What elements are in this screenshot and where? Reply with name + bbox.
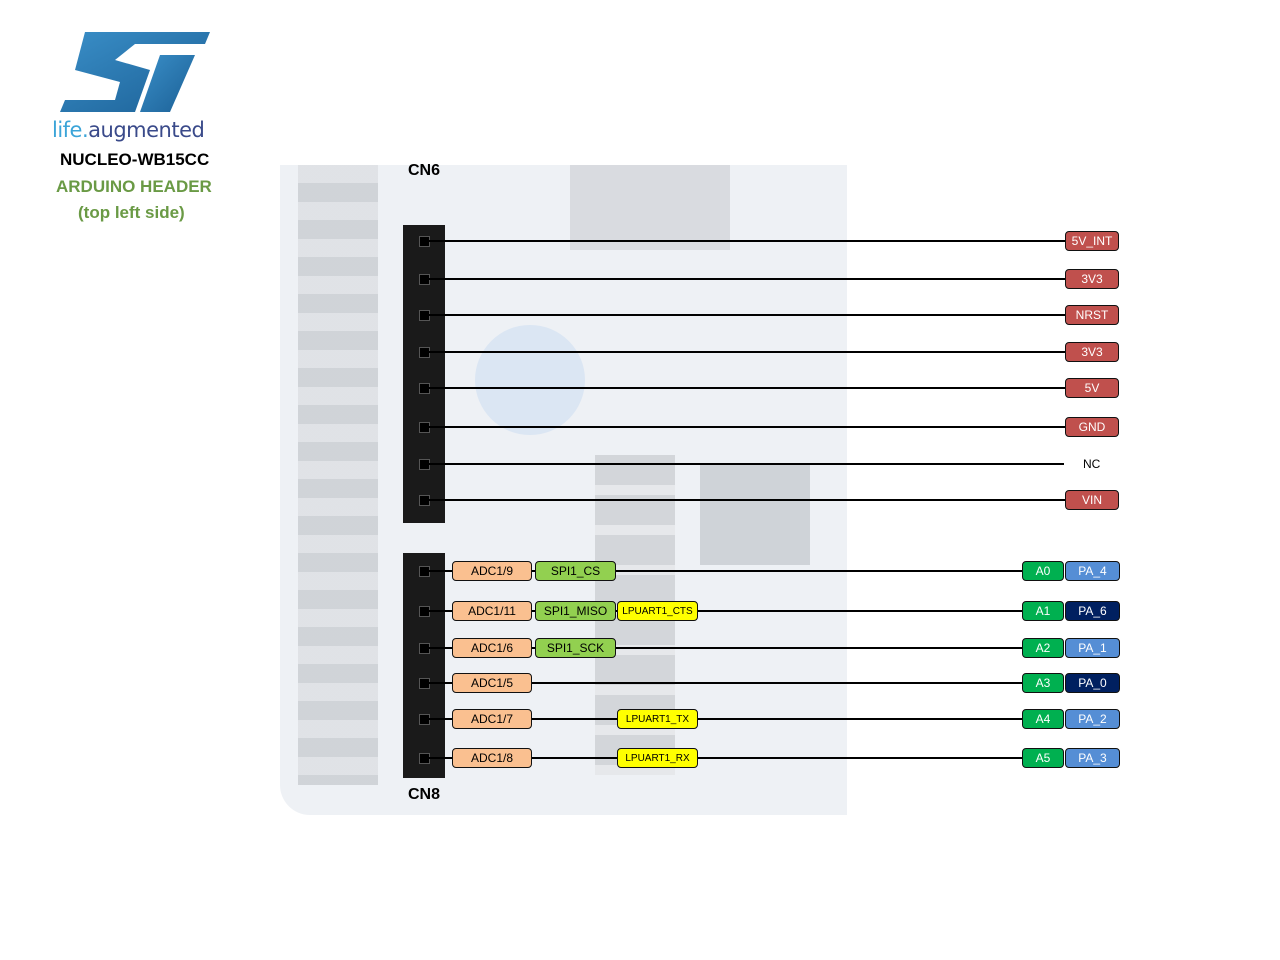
tagline-augmented: augmented [88,118,205,142]
mcu-pin-label: PA_6 [1065,601,1120,621]
connection-line [425,387,1065,389]
mcu-pin-label: PA_0 [1065,673,1120,693]
mcu-pin-label: PA_1 [1065,638,1120,658]
power-pin-label: 3V3 [1065,342,1119,362]
arduino-pin-label: A5 [1022,748,1064,768]
lpuart-label: LPUART1_RX [617,748,698,768]
st-logo [60,32,210,112]
adc-label: ADC1/5 [452,673,532,693]
tagline-life: life. [52,118,89,142]
lpuart-label: LPUART1_TX [617,709,698,729]
adc-label: ADC1/8 [452,748,532,768]
connection-line [425,351,1065,353]
lpuart-label: LPUART1_CTS [617,601,698,621]
spi-label: SPI1_CS [535,561,616,581]
spi-label: SPI1_SCK [535,638,616,658]
adc-label: ADC1/9 [452,561,532,581]
header-title: ARDUINO HEADER [56,177,212,196]
connection-line [425,757,1023,759]
ic-chip [700,465,810,565]
connection-line [425,647,1023,649]
power-pin-label: NRST [1065,305,1119,325]
arduino-pin-label: A4 [1022,709,1064,729]
connection-line [425,426,1065,428]
power-pin-label: 5V_INT [1065,231,1119,251]
adc-label: ADC1/11 [452,601,532,621]
arduino-pin-label: A1 [1022,601,1064,621]
mcu-pin-label: PA_3 [1065,748,1120,768]
adc-label: ADC1/7 [452,709,532,729]
connection-line [425,610,1023,612]
board-name: NUCLEO-WB15CC [60,150,210,169]
cn6-header [403,225,445,523]
power-pin-label: GND [1065,417,1119,437]
mcu-pin-label: PA_2 [1065,709,1120,729]
cn8-label: CN8 [408,786,441,803]
power-pin-label: 3V3 [1065,269,1119,289]
mcu-chip [570,165,730,250]
stm32-logo [475,325,585,435]
header-side: (top left side) [78,203,185,222]
power-pin-label: VIN [1065,490,1119,510]
connection-line [425,682,1023,684]
mcu-pin-label: PA_4 [1065,561,1120,581]
connection-line [425,314,1065,316]
adc-label: ADC1/6 [452,638,532,658]
pin-label-nc: NC [1083,457,1101,471]
connection-line [425,570,1023,572]
spi-label: SPI1_MISO [535,601,616,621]
connection-line [425,240,1065,242]
morpho-pins [298,165,378,785]
cn6-label: CN6 [408,162,441,179]
arduino-pin-label: A0 [1022,561,1064,581]
logo-tagline: life.augmented [52,118,205,142]
power-pin-label: 5V [1065,378,1119,398]
connection-line [425,718,1023,720]
arduino-pin-label: A3 [1022,673,1064,693]
cn8-header [403,553,445,778]
connection-line [425,499,1065,501]
arduino-pin-label: A2 [1022,638,1064,658]
connection-line [425,278,1065,280]
connection-line [425,463,1064,465]
